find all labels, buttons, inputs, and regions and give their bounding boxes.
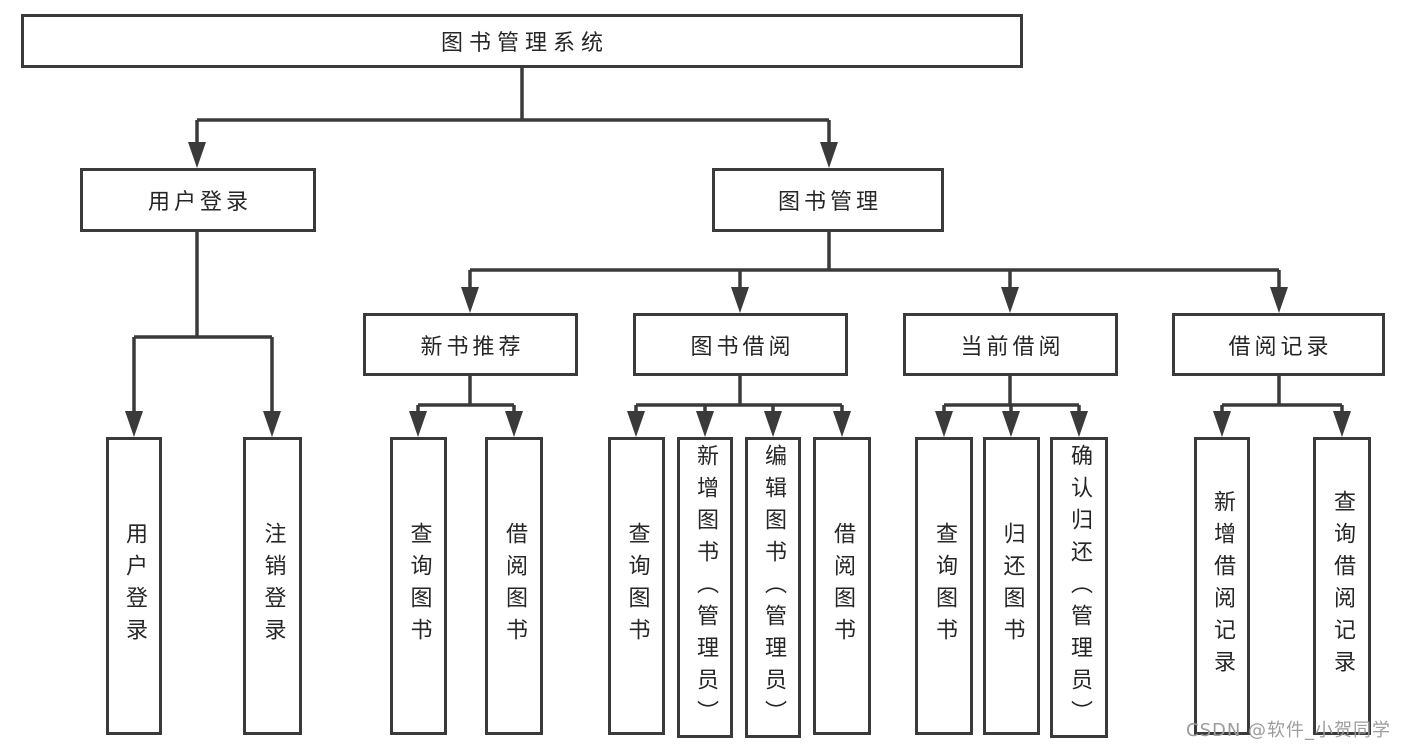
leaf-logout-login-label: 注销登录 bbox=[260, 522, 286, 650]
connector-book-management-to-modules bbox=[468, 232, 1281, 291]
leaf-add-borrow-record: 新增借阅记录 bbox=[1194, 437, 1250, 735]
node-user-login: 用户登录 bbox=[80, 168, 316, 232]
connector-current-borrowing-to-leaves bbox=[942, 376, 1081, 415]
leaf-return-books-label: 归还图书 bbox=[999, 522, 1025, 650]
node-book-management: 图书管理 bbox=[712, 168, 944, 232]
node-book-borrowing: 图书借阅 bbox=[633, 313, 848, 376]
leaf-query-borrow-record: 查询借阅记录 bbox=[1313, 437, 1371, 735]
node-borrowing-records: 借阅记录 bbox=[1172, 313, 1385, 376]
leaf-user-login-label: 用户登录 bbox=[122, 522, 147, 650]
leaf-query-books-recommend-label: 查询图书 bbox=[406, 522, 432, 650]
leaf-confirm-return-admin-label: 确认归还（管理员） bbox=[1067, 443, 1092, 732]
connector-user-login-to-leaves bbox=[132, 232, 274, 415]
leaf-confirm-return-admin: 确认归还（管理员） bbox=[1050, 437, 1108, 738]
leaf-borrow-books-recommend: 借阅图书 bbox=[485, 437, 543, 735]
leaf-add-book-admin-label: 新增图书（管理员） bbox=[693, 443, 718, 732]
connector-new-book-rec-to-leaves bbox=[416, 376, 516, 415]
leaf-edit-book-admin: 编辑图书（管理员） bbox=[745, 437, 801, 738]
leaf-borrow-books-recommend-label: 借阅图书 bbox=[502, 522, 527, 650]
node-new-book-recommendation: 新书推荐 bbox=[363, 313, 578, 376]
csdn-watermark: CSDN @软件_小贺同学 bbox=[1186, 720, 1392, 741]
arrowheads bbox=[125, 142, 1351, 437]
node-current-borrowing-label: 当前借阅 bbox=[960, 334, 1065, 360]
leaf-add-book-admin: 新增图书（管理员） bbox=[677, 437, 733, 738]
leaf-query-books-recommend: 查询图书 bbox=[390, 437, 447, 735]
leaf-query-books-current-label: 查询图书 bbox=[932, 522, 957, 650]
node-library-system: 图书管理系统 bbox=[21, 14, 1023, 68]
connector-book-borrowing-to-leaves bbox=[634, 376, 844, 415]
connector-borrowing-records-to-leaves bbox=[1220, 376, 1344, 415]
leaf-borrow-books-borrowing: 借阅图书 bbox=[813, 437, 871, 735]
node-library-system-label: 图书管理系统 bbox=[440, 31, 609, 56]
leaf-user-login: 用户登录 bbox=[106, 437, 162, 735]
leaf-query-borrow-record-label: 查询借阅记录 bbox=[1330, 490, 1355, 682]
node-new-book-recommendation-label: 新书推荐 bbox=[420, 334, 525, 360]
node-user-login-label: 用户登录 bbox=[147, 190, 252, 215]
node-book-borrowing-label: 图书借阅 bbox=[690, 334, 795, 360]
node-borrowing-records-label: 借阅记录 bbox=[1228, 334, 1333, 360]
connector-root-to-branches bbox=[195, 68, 831, 146]
leaf-edit-book-admin-label: 编辑图书（管理员） bbox=[761, 443, 786, 732]
leaf-return-books: 归还图书 bbox=[983, 437, 1040, 735]
leaf-logout-login: 注销登录 bbox=[243, 437, 302, 735]
leaf-query-books-borrowing: 查询图书 bbox=[608, 437, 665, 735]
leaf-query-books-borrowing-label: 查询图书 bbox=[624, 522, 650, 650]
leaf-add-borrow-record-label: 新增借阅记录 bbox=[1210, 490, 1235, 682]
node-book-management-label: 图书管理 bbox=[777, 190, 882, 215]
leaf-query-books-current: 查询图书 bbox=[915, 437, 973, 735]
node-current-borrowing: 当前借阅 bbox=[903, 313, 1118, 376]
leaf-borrow-books-borrowing-label: 借阅图书 bbox=[830, 522, 855, 650]
